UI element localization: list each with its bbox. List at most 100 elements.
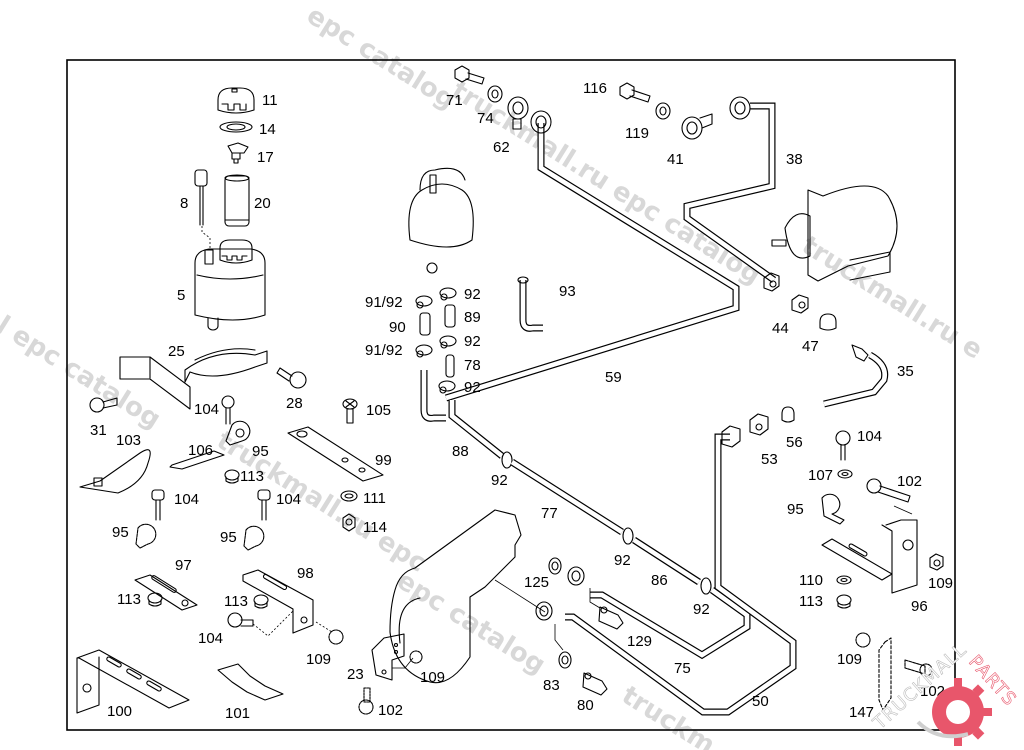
part-fitting-129[interactable] (589, 588, 624, 630)
part-clamp-95-a[interactable] (225, 420, 251, 446)
part-bolt-104-b[interactable] (151, 489, 165, 521)
part-bracket-100[interactable] (76, 649, 190, 714)
watermark: truckmall.ru epc (211, 425, 431, 578)
part-bolt-104-d[interactable] (227, 610, 294, 637)
part-fitting-80[interactable] (582, 672, 608, 696)
part-bracket-23[interactable] (371, 633, 414, 681)
part-bracket-101[interactable] (217, 663, 284, 701)
part-fitting-41[interactable] (681, 113, 713, 140)
part-banjo-bolt-71[interactable] (454, 65, 485, 85)
part-steering-gear[interactable] (389, 509, 546, 684)
part-pump-unit[interactable] (408, 167, 474, 274)
part-hose-clamp-92-c[interactable] (438, 380, 456, 394)
part-hose-clamp-92-a[interactable] (439, 287, 457, 301)
part-bolt-102-b[interactable] (866, 478, 911, 503)
part-pipe-35[interactable] (823, 344, 889, 408)
callout-14: 14 (259, 121, 276, 138)
part-hose-clamp-92-d[interactable] (501, 451, 513, 469)
part-bracket-98[interactable] (242, 569, 314, 634)
part-hose-clamp-91-92-b[interactable] (415, 344, 433, 358)
part-plug-47[interactable] (819, 313, 837, 331)
part-bolt-104-a[interactable] (221, 395, 235, 425)
part-screw-105[interactable] (342, 398, 358, 424)
part-cable-tie-103[interactable] (79, 449, 151, 494)
part-washer-107[interactable] (837, 469, 853, 479)
part-nut-113-d[interactable] (836, 594, 852, 609)
part-washer-119[interactable] (655, 102, 671, 120)
part-pipe-75[interactable] (567, 566, 751, 660)
callout-90: 90 (389, 319, 406, 336)
part-washer-109-b[interactable] (409, 650, 423, 664)
part-washer-74[interactable] (487, 85, 503, 103)
callout-95: 95 (252, 443, 269, 460)
part-nut-44[interactable] (791, 294, 809, 314)
part-plug-56[interactable] (781, 406, 795, 423)
part-hose-clamp-92-f[interactable] (700, 577, 712, 595)
part-strap-106[interactable] (169, 450, 225, 470)
logo-gear-hole (946, 700, 970, 724)
watermark: epc catalog (301, 0, 460, 115)
part-nut-113-a[interactable] (224, 469, 240, 484)
gear-logo-icon (916, 678, 992, 746)
part-hose-88[interactable] (420, 370, 505, 459)
part-hose-clamp-91-92-a[interactable] (415, 295, 433, 309)
part-bracket-97[interactable] (134, 574, 198, 611)
part-bolt-104-c[interactable] (257, 489, 271, 521)
part-washer-83[interactable] (554, 624, 572, 669)
part-nut-pipe-50[interactable] (721, 425, 741, 448)
part-washer-109-d[interactable] (855, 632, 871, 648)
part-filter-20[interactable] (224, 174, 250, 227)
part-clamp-95-d[interactable] (821, 493, 845, 525)
part-nut-114[interactable] (342, 513, 356, 532)
part-pipe-50[interactable] (535, 433, 797, 716)
part-hose-clamp-92-e[interactable] (622, 527, 634, 545)
callout-95: 95 (220, 529, 237, 546)
part-strip-99[interactable] (287, 426, 384, 482)
part-hose-90[interactable] (419, 312, 431, 336)
part-hose-86[interactable] (632, 537, 701, 585)
part-banjo-bolt-116[interactable] (619, 82, 651, 103)
callout-111: 111 (363, 490, 386, 507)
part-gasket-14[interactable] (219, 121, 253, 133)
part-clamp-95-c[interactable] (243, 525, 265, 551)
part-bracket-25-assembly[interactable] (119, 348, 268, 410)
part-bracket-96[interactable] (821, 505, 918, 594)
part-pipe-59[interactable] (444, 110, 740, 402)
part-washer-110[interactable] (836, 575, 852, 585)
part-bolt-104-e[interactable] (835, 430, 851, 461)
part-washer-125[interactable] (548, 557, 562, 575)
part-fitting-62[interactable] (507, 96, 529, 130)
callout-109: 109 (928, 575, 953, 592)
part-bolt-102-a[interactable] (358, 687, 374, 715)
part-nut-113-b[interactable] (147, 592, 163, 607)
part-hose-89[interactable] (444, 304, 456, 328)
part-hose-78[interactable] (445, 354, 455, 378)
diagram-frame (66, 59, 956, 731)
callout-91-92: 91/92 (365, 294, 403, 311)
part-valve-17[interactable] (227, 142, 249, 164)
part-nut-109-c[interactable] (929, 553, 944, 571)
part-cap-11[interactable] (217, 87, 255, 114)
callout-106: 106 (188, 442, 213, 459)
part-hose-77[interactable] (510, 459, 624, 535)
part-reservoir-5[interactable] (194, 226, 266, 331)
part-nut-pipe-38[interactable] (763, 272, 780, 292)
callout-92: 92 (693, 601, 710, 618)
part-bolt-31[interactable] (89, 397, 118, 413)
callout-23: 23 (347, 666, 364, 683)
part-bracket-147[interactable] (878, 637, 892, 711)
part-bolt-28[interactable] (276, 367, 307, 389)
part-dipstick-8[interactable] (194, 169, 208, 226)
callout-92: 92 (464, 286, 481, 303)
part-nut-113-c[interactable] (253, 594, 269, 609)
part-nut-53[interactable] (749, 413, 769, 436)
part-pipe-38[interactable] (683, 96, 777, 283)
part-hose-93[interactable] (517, 276, 543, 332)
part-hose-clamp-92-b[interactable] (439, 335, 457, 349)
callout-109: 109 (837, 651, 862, 668)
part-bolt-102-c[interactable] (904, 659, 933, 677)
part-washer-111[interactable] (340, 490, 358, 502)
part-clamp-95-b[interactable] (135, 523, 157, 549)
part-washer-109-a[interactable] (315, 621, 344, 645)
part-cylinder-unit[interactable] (771, 185, 898, 282)
